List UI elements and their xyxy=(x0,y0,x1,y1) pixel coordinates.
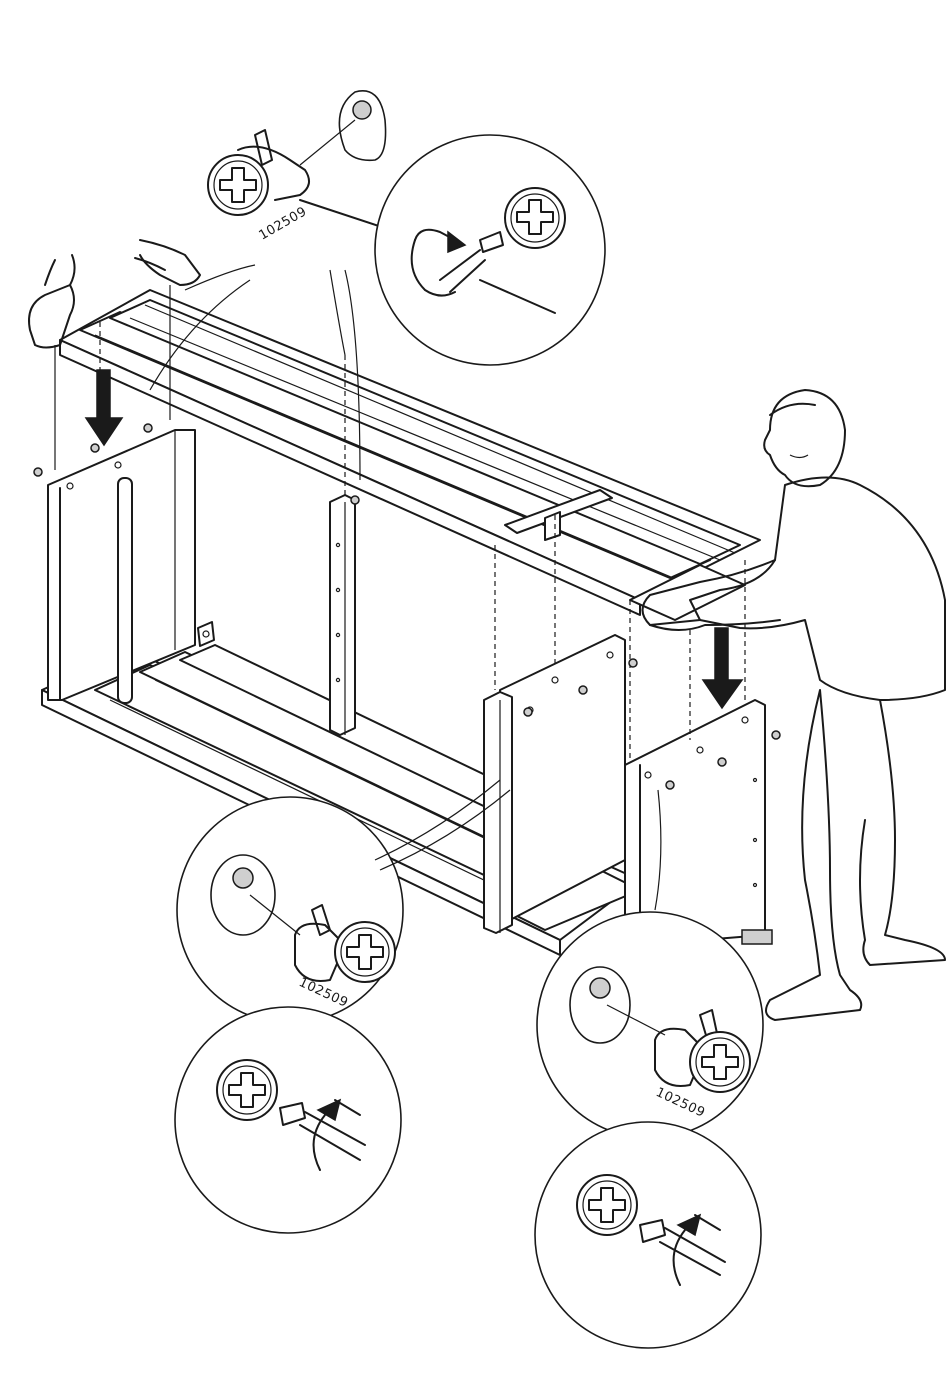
center-post xyxy=(330,495,355,735)
left-post xyxy=(118,478,132,703)
top-detail-callout: 102509 xyxy=(208,91,605,365)
down-arrow-right xyxy=(703,628,742,708)
part-number-top: 102509 xyxy=(257,204,310,243)
right-end-panel xyxy=(625,700,772,945)
corner-bracket xyxy=(198,622,214,646)
